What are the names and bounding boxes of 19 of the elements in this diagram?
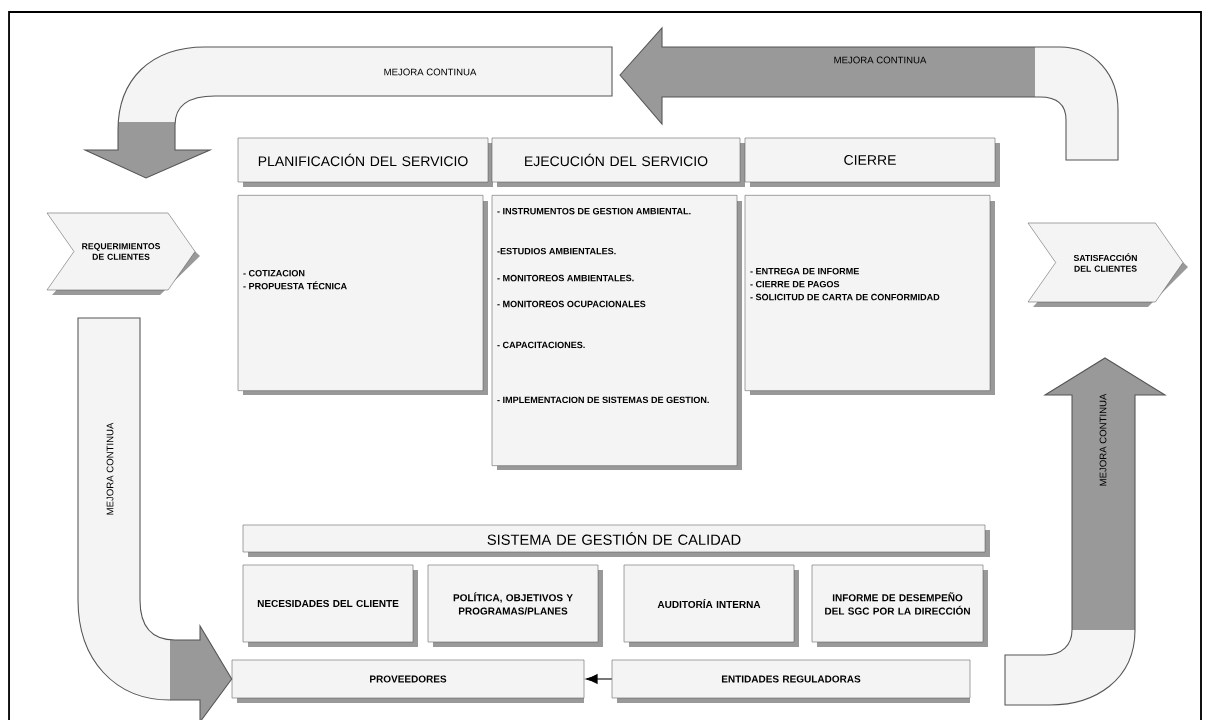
entity-bar: PROVEEDORES	[231, 659, 585, 703]
arrow-label: MEJORA CONTINUA	[1099, 393, 1107, 486]
arrow-label: MEJORA CONTINUA	[834, 56, 927, 64]
process-box: POLÍTICA, OBJETIVOS Y PROGRAMAS/PLANES	[427, 564, 603, 647]
process-box: NECESIDADES DEL CLIENTE	[242, 564, 418, 647]
header-box: CIERRE	[744, 137, 1000, 187]
header-box: EJECUCIÓN DEL SERVICIO	[491, 137, 745, 187]
arrow	[585, 674, 613, 684]
process-box: AUDITORÍA INTERNA	[623, 564, 799, 647]
curved-arrow	[77, 317, 233, 720]
content-box: - ENTREGA DE INFORME - CIERRE DE PAGOS - SOLICITUD DE CARTA DE CONFORMIDAD	[744, 195, 995, 395]
arrow-label: MEJORA CONTINUA	[384, 68, 477, 76]
title-band: SISTEMA DE GESTIÓN DE CALIDAD	[242, 524, 990, 557]
content-box: - INSTRUMENTOS DE GESTION AMBIENTAL. -ESTUDIOS AMBIENTALES. - MONITOREOS AMBIENTALES. - MONITOREOS OCUPACIONALES - CAPACITACIONES. - IMPLEMENTACION DE SISTEMAS DE GESTION.	[491, 195, 742, 470]
header-box: PLANIFICACIÓN DEL SERVICIO	[237, 137, 493, 187]
entity-bar: ENTIDADES REGULADORAS	[611, 659, 971, 703]
process-box: INFORME DE DESEMPEÑO DEL SGC POR LA DIRECCIÓN	[811, 564, 988, 647]
content-box: - COTIZACION - PROPUESTA TÉCNICA	[237, 195, 488, 395]
arrow-label: MEJORA CONTINUA	[106, 422, 114, 515]
